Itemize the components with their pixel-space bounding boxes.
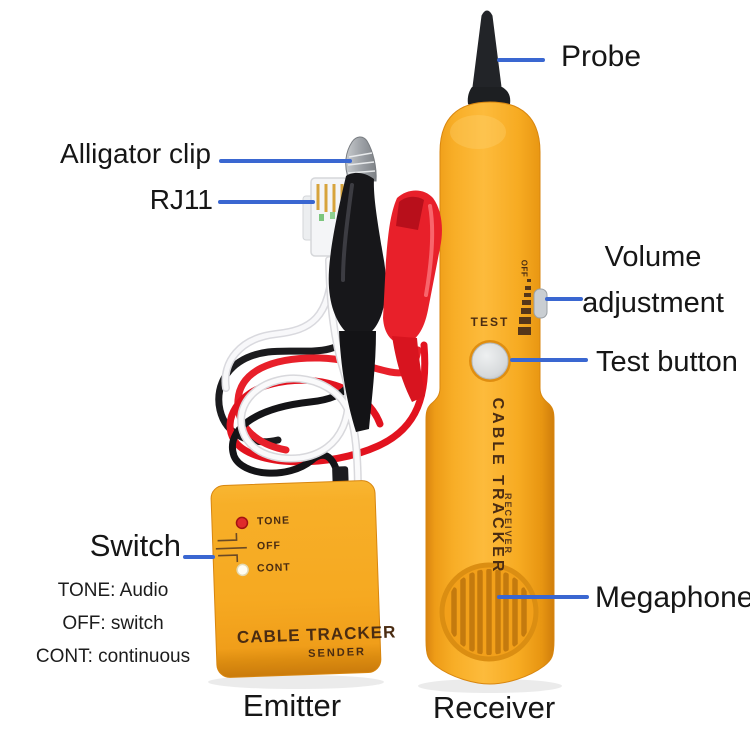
test-button [471, 342, 509, 380]
switch-leader-line [183, 555, 215, 559]
clip-red-jaw-shadow [396, 196, 424, 230]
rj11-contact-green2 [330, 212, 335, 219]
clip-metal-jaw [345, 136, 377, 182]
red-alligator-clip [383, 190, 442, 402]
alligator-clip-label: Alligator clip [60, 138, 211, 169]
volume-label-line2: adjustment [582, 287, 724, 319]
clip-black-highlight [341, 183, 354, 282]
white-wire-loop [221, 258, 337, 392]
emitter-shadow [208, 675, 384, 689]
receiver-shadow [418, 679, 562, 693]
emitter-tone-label: TONE [256, 514, 291, 528]
rj11-contact-green [319, 214, 324, 221]
emitter-body [210, 480, 382, 678]
volume-adjustment-label: Volume adjustment [568, 234, 738, 326]
wire-loops [215, 256, 429, 499]
probe-cone [472, 10, 502, 89]
rj11-leader-line [218, 200, 315, 204]
receiver-device [425, 10, 555, 685]
jaw-serrations [347, 152, 376, 174]
switch-tick-marks [215, 533, 247, 563]
rj11-label: RJ11 [149, 184, 213, 215]
volume-leader-line [545, 297, 583, 301]
switch-label: Switch [89, 528, 181, 563]
megaphone-label: Megaphone [595, 581, 750, 614]
receiver-volume-off-label: OFF [519, 259, 529, 278]
receiver-model-text: RECEIVER [503, 492, 513, 555]
volume-indicator-bars [518, 279, 531, 335]
cont-dot [236, 563, 249, 577]
emitter-cable-nub [332, 466, 349, 485]
emitter-off-label: OFF [256, 539, 282, 553]
alligator-leader-line [219, 159, 352, 163]
speaker-grille [439, 562, 539, 662]
red-wire-loop [234, 346, 422, 454]
emitter-caption: Emitter [242, 688, 342, 723]
emitter-cont-label: CONT [256, 561, 291, 575]
megaphone-leader-line [497, 595, 589, 599]
receiver-test-label: TEST [470, 315, 510, 329]
legend-off: OFF: switch [62, 613, 164, 634]
test-button-label: Test button [596, 346, 738, 378]
emitter-device [210, 466, 382, 678]
legend-cont: CONT: continuous [35, 646, 191, 667]
receiver-body [425, 101, 555, 685]
test-leader-line [510, 358, 588, 362]
legend-tone: TONE: Audio [57, 580, 169, 601]
probe-leader-line [497, 58, 545, 62]
volume-wheel [533, 288, 548, 319]
clip-black-neck [339, 331, 376, 432]
probe-label: Probe [561, 40, 642, 73]
white-wire-loop-core [222, 259, 336, 391]
switch-legend: TONE: Audio OFF: switch CONT: continuous [15, 580, 211, 679]
volume-label-line1: Volume [604, 241, 702, 273]
clip-red-body [383, 190, 442, 344]
black-alligator-clip [328, 136, 386, 432]
clip-red-neck [392, 336, 425, 402]
tone-led [235, 516, 249, 530]
receiver-dome-highlight [450, 115, 506, 149]
white-wire-main-core [238, 257, 361, 498]
receiver-caption: Receiver [432, 690, 556, 725]
clip-black-boot [328, 172, 386, 337]
clip-red-highlight [424, 204, 435, 297]
